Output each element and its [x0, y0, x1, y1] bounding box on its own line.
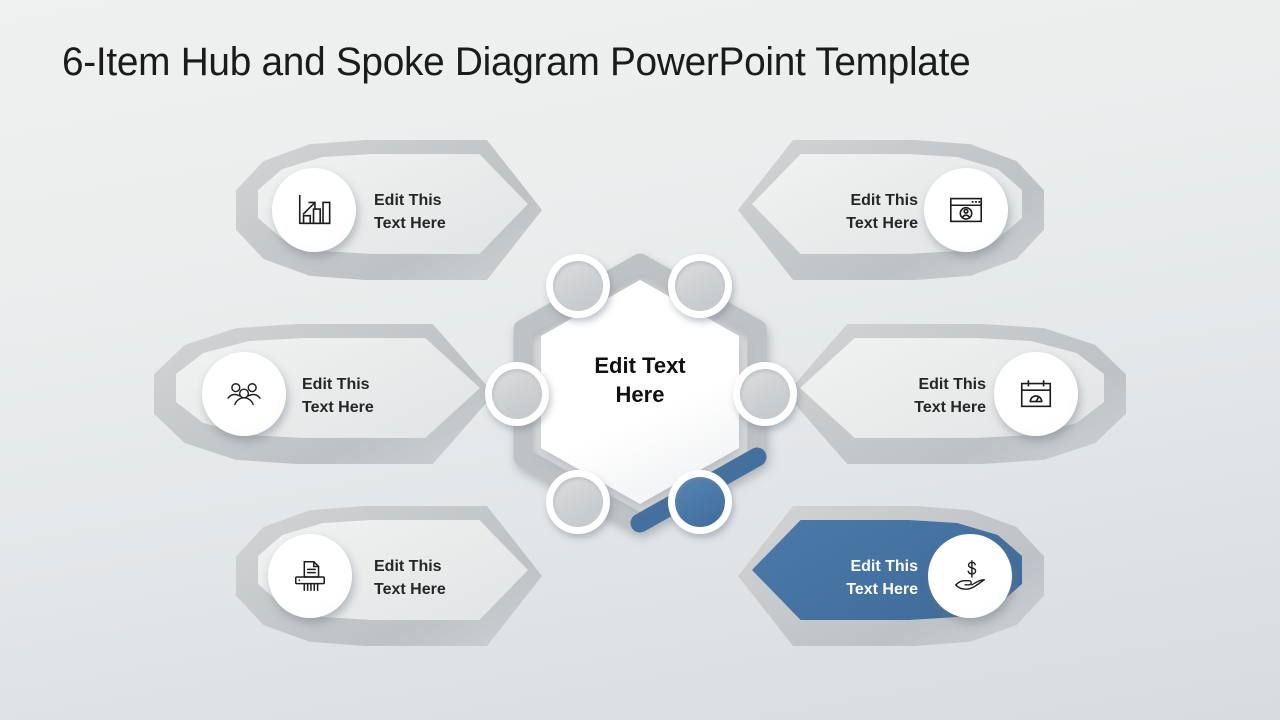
- page-title: 6-Item Hub and Spoke Diagram PowerPoint …: [62, 40, 971, 84]
- node-bottom-left[interactable]: [546, 470, 610, 534]
- node-middle-right-disc: [740, 369, 790, 419]
- spoke-bottom-left[interactable]: Edit This Text Here: [236, 506, 542, 646]
- spoke-icon-bubble: [272, 168, 356, 252]
- spoke-middle-right[interactable]: Edit This Text Here: [786, 324, 1126, 464]
- node-bottom-left-disc: [553, 477, 603, 527]
- hub-hexagon: [541, 280, 739, 504]
- spoke-icon-bubble: [202, 352, 286, 436]
- spoke-label: Edit This Text Here: [914, 376, 986, 416]
- spoke-label: Edit This Text Here: [846, 558, 918, 598]
- node-bottom-right-disc: [675, 477, 725, 527]
- node-top-left[interactable]: [546, 254, 610, 318]
- node-top-left-disc: [553, 261, 603, 311]
- node-middle-right[interactable]: [733, 362, 797, 426]
- people-group-icon: [224, 374, 264, 414]
- node-middle-left[interactable]: [485, 362, 549, 426]
- spoke-top-right[interactable]: Edit This Text Here: [738, 140, 1044, 280]
- paper-shredder-icon: [291, 557, 329, 595]
- spoke-middle-left[interactable]: Edit This Text Here: [154, 324, 494, 464]
- spoke-icon-bubble: [994, 352, 1078, 436]
- browser-user-profile-icon: [947, 191, 985, 229]
- node-top-right-disc: [675, 261, 725, 311]
- spoke-top-left[interactable]: Edit This Text Here: [236, 140, 542, 280]
- spoke-icon-bubble: [928, 534, 1012, 618]
- bar-chart-growth-icon: [295, 191, 333, 229]
- node-top-right[interactable]: [668, 254, 732, 318]
- hand-holding-dollar-icon: [951, 557, 989, 595]
- spoke-icon-bubble: [924, 168, 1008, 252]
- hub-ring-and-hexagon: [513, 253, 767, 533]
- spoke-label: Edit This Text Here: [302, 376, 374, 416]
- node-middle-left-disc: [492, 369, 542, 419]
- spoke-label: Edit This Text Here: [374, 558, 446, 598]
- spoke-label: Edit This Text Here: [846, 192, 918, 232]
- spoke-label: Edit This Text Here: [374, 192, 446, 232]
- calendar-gauge-icon: [1017, 375, 1055, 413]
- node-bottom-right[interactable]: [668, 470, 732, 534]
- spoke-bottom-right[interactable]: Edit This Text Here: [738, 506, 1044, 646]
- spoke-icon-bubble: [268, 534, 352, 618]
